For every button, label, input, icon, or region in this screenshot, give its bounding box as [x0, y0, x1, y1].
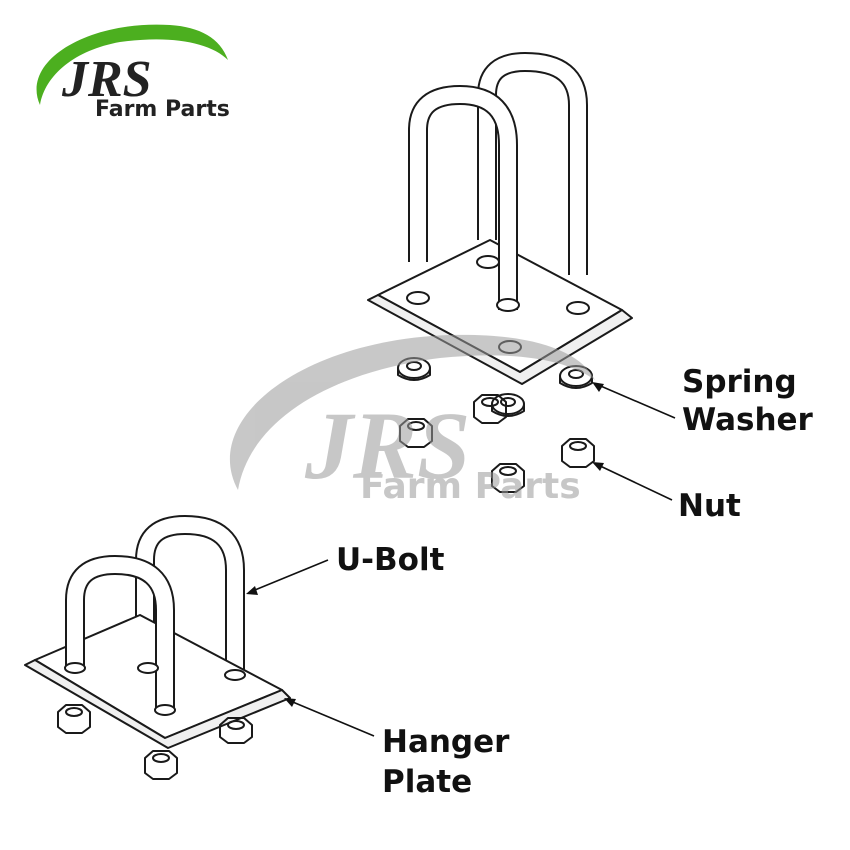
watermark-swoosh: [229, 334, 596, 490]
u-bolt-back-assembled: [135, 515, 245, 670]
u-bolt-front-assembled: [64, 555, 246, 716]
hex-nut-assembled: [57, 704, 91, 734]
u-bolt-front: [408, 85, 520, 312]
plate-hole: [406, 291, 430, 305]
hex-nut: [399, 418, 433, 448]
hex-nut: [473, 394, 507, 424]
label-hanger-plate-line1: Hanger: [382, 724, 510, 760]
logo-subtitle: Farm Parts: [95, 97, 230, 122]
plate-hole: [566, 301, 590, 315]
label-spring-washer-line1: Spring: [682, 364, 797, 400]
label-u-bolt: U-Bolt: [336, 542, 445, 578]
label-nut: Nut: [678, 488, 741, 524]
callout-spring-washer: Spring Washer: [592, 364, 814, 438]
hex-nut: [491, 463, 525, 493]
logo-swoosh: [36, 24, 229, 105]
callout-nut: Nut: [592, 462, 741, 524]
callout-hanger-plate: Hanger Plate: [284, 698, 510, 800]
hex-nut: [561, 438, 595, 468]
u-bolt-back: [477, 52, 588, 275]
watermark-subtitle: Farm Parts: [360, 466, 581, 507]
spring-washer: [491, 393, 525, 417]
label-spring-washer-line2: Washer: [682, 402, 814, 438]
hex-nut-assembled: [219, 717, 253, 744]
exploded-assembly: [367, 52, 633, 493]
logo-title: JRS: [61, 51, 152, 108]
label-hanger-plate-line2: Plate: [382, 764, 472, 800]
jrs-logo: JRS Farm Parts: [36, 24, 230, 122]
callout-u-bolt: U-Bolt: [246, 542, 445, 595]
watermark: JRS Farm Parts: [229, 334, 596, 507]
watermark-title: JRS: [304, 392, 470, 499]
assembled-kit: [24, 515, 291, 780]
plate-hole: [476, 255, 500, 269]
hex-nut-assembled: [144, 750, 178, 780]
